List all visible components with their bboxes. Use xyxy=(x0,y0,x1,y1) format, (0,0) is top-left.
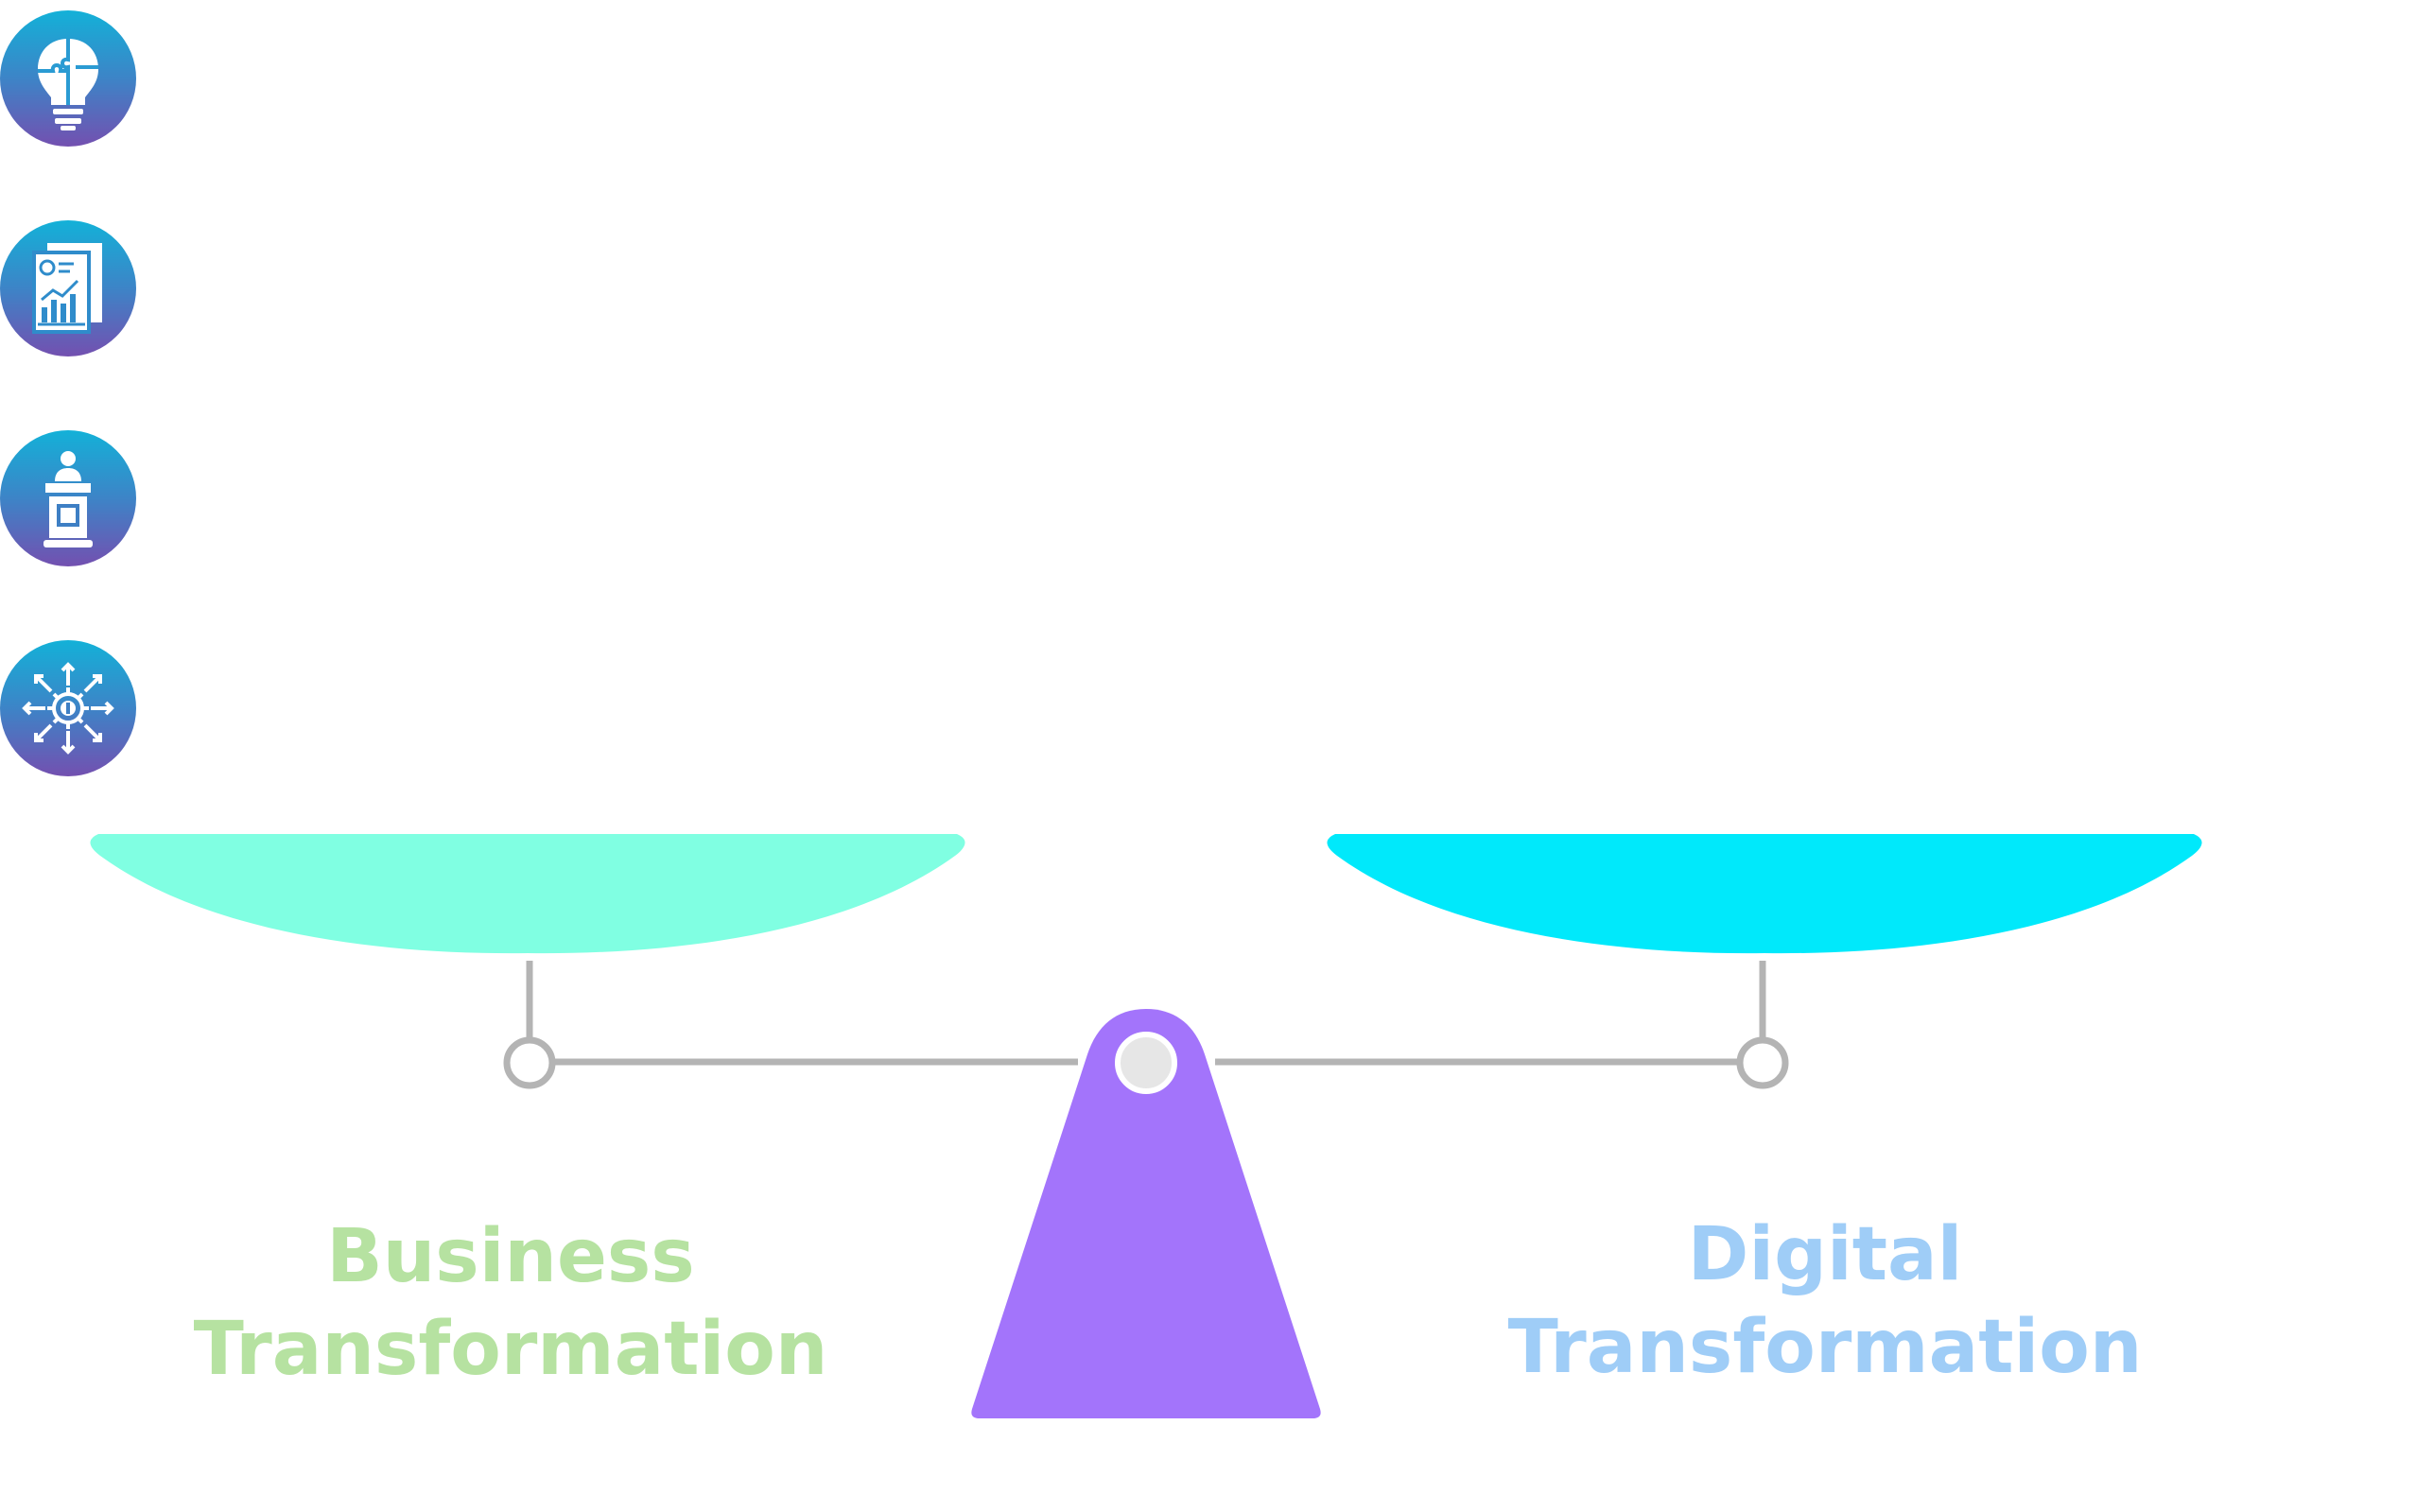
right-pan xyxy=(1327,834,2202,954)
business-transformation-label: Business Transformation xyxy=(161,1210,860,1396)
lightbulb-puzzle-icon xyxy=(0,10,136,147)
report-chart-icon xyxy=(0,220,136,356)
left-pan xyxy=(90,834,965,954)
pivot xyxy=(1115,1032,1177,1094)
left-label-line1: Business xyxy=(326,1214,695,1299)
right-ring xyxy=(1736,1036,1789,1089)
fulcrum xyxy=(971,1009,1321,1418)
right-label-line2: Transformation xyxy=(1507,1305,2143,1390)
speaker-podium-icon xyxy=(0,430,136,566)
gear-arrows-icon xyxy=(0,640,136,776)
right-label-line1: Digital xyxy=(1687,1212,1963,1297)
digital-transformation-label: Digital Transformation xyxy=(1475,1208,2175,1394)
left-label-line2: Transformation xyxy=(193,1307,828,1392)
left-ring xyxy=(503,1036,556,1089)
